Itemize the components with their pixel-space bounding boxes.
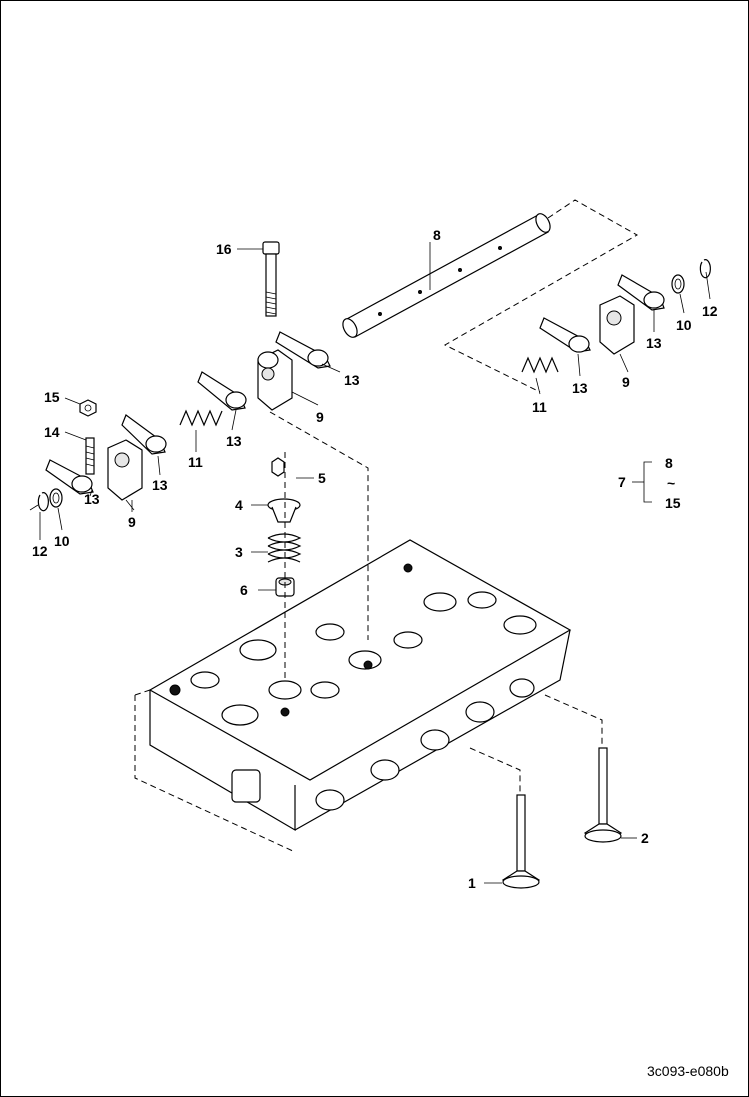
callout-6: 6 (240, 582, 248, 598)
valve-1 (501, 794, 541, 889)
circlip-right (699, 259, 711, 279)
rocker-arm-4 (45, 459, 94, 495)
rocker-arm-2 (197, 371, 247, 411)
lock-nut (79, 399, 97, 417)
callout-7-range-start: 8 (665, 455, 673, 471)
callout-7-range-sep: ~ (667, 475, 675, 491)
rocker-arm-5 (539, 317, 591, 353)
rocker-support-right (599, 295, 635, 355)
rocker-spring-left (179, 409, 223, 427)
callout-7: 7 (618, 474, 626, 490)
callout-16: 16 (216, 241, 232, 257)
callout-14: 14 (44, 424, 60, 440)
callout-15: 15 (44, 389, 60, 405)
rocker-support-left (107, 439, 143, 501)
callout-11-right: 11 (532, 399, 547, 415)
callout-13-d: 13 (84, 491, 100, 507)
callout-13-a: 13 (344, 372, 360, 388)
callout-10-left: 10 (54, 533, 70, 549)
valve-2 (583, 747, 623, 843)
valve-cotter (271, 457, 285, 477)
callout-9-center: 9 (316, 409, 324, 425)
callouts: 1 2 3 4 5 6 7 8 ~ 15 8 9 9 9 10 10 11 11… (32, 227, 718, 891)
callout-1: 1 (468, 875, 476, 891)
callout-12-left: 12 (32, 543, 48, 559)
rocker-arm-3 (121, 414, 167, 455)
callout-11-left: 11 (188, 454, 203, 470)
valve-spring (267, 533, 302, 563)
callout-8: 8 (433, 227, 441, 243)
figure-id: 3c093-e080b (647, 1063, 729, 1079)
washer-right (671, 274, 685, 294)
callout-2: 2 (641, 830, 649, 846)
callout-9-right: 9 (622, 374, 630, 390)
leader-lines (39, 242, 711, 884)
callout-3: 3 (235, 544, 243, 560)
callout-7-range-end: 15 (665, 495, 681, 511)
callout-13-b: 13 (226, 433, 242, 449)
bolt (262, 241, 280, 317)
callout-13-c: 13 (152, 477, 168, 493)
rocker-arm-6 (617, 274, 665, 311)
callout-13-f: 13 (646, 335, 662, 351)
callout-10-right: 10 (676, 317, 692, 333)
callout-12-right: 12 (702, 303, 718, 319)
rocker-spring-right (521, 356, 559, 374)
spring-retainer (267, 498, 301, 523)
rocker-arm-1 (275, 331, 331, 369)
callout-4: 4 (235, 497, 243, 513)
rocker-shaft (342, 213, 551, 338)
circlip-left (29, 492, 49, 512)
washer-left (49, 488, 63, 508)
rocker-support-center (257, 349, 293, 411)
callout-13-e: 13 (572, 380, 588, 396)
cylinder-head (134, 539, 572, 853)
adjusting-screw (85, 437, 95, 475)
callout-5: 5 (318, 470, 326, 486)
callout-9-left: 9 (128, 514, 136, 530)
